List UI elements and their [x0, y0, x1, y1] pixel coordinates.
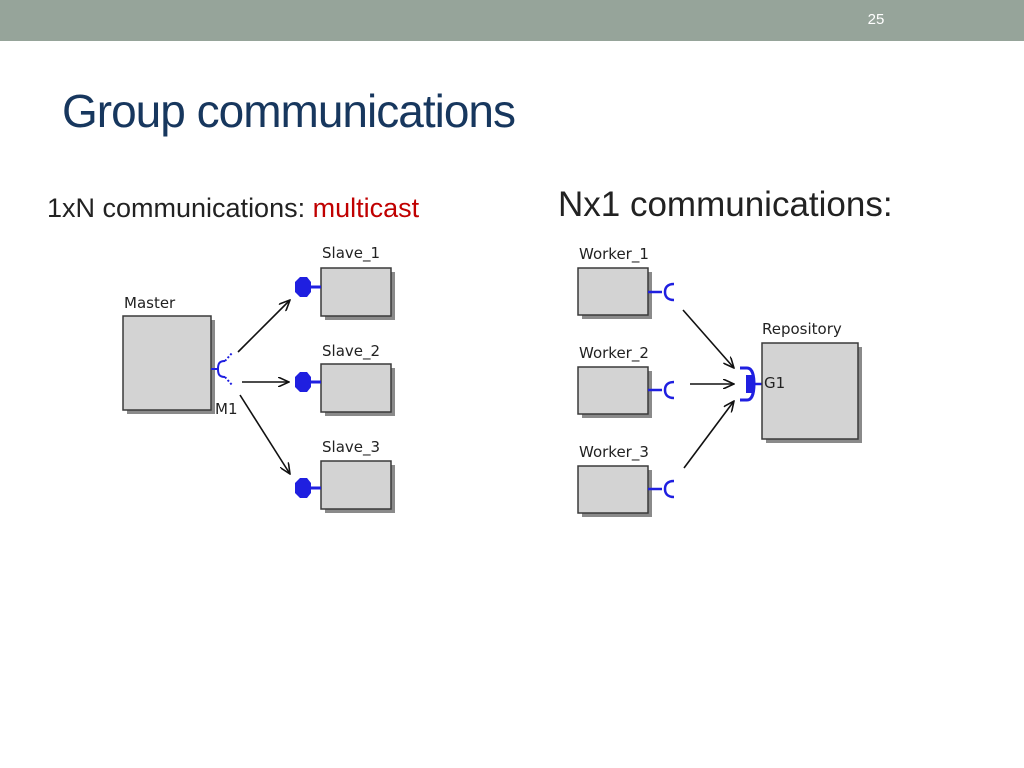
worker-1-port-icon: [648, 282, 675, 302]
gathercast-port-icon: [740, 366, 762, 402]
gather-caption: Nx1 communications:: [558, 185, 893, 224]
multicast-caption-accent: multicast: [312, 193, 420, 223]
slave-1-port-icon: [295, 277, 321, 297]
worker-3-port-icon: [648, 479, 675, 499]
slave-3-component: [320, 460, 392, 510]
slave-2-port-icon: [295, 372, 321, 392]
header-bar: 25: [0, 0, 1024, 41]
arrow-to-slave-1: [237, 300, 290, 353]
repository-port-label: G1: [764, 374, 785, 392]
repository-component: [761, 342, 859, 440]
slave-1-label: Slave_1: [322, 244, 380, 263]
worker-1-label: Worker_1: [579, 245, 649, 264]
worker-1-component: [577, 267, 649, 316]
worker-2-port-icon: [648, 380, 675, 400]
multicast-diagram: Master M1 Slave_1 Slave_2: [122, 244, 395, 513]
arrow-from-worker-1: [682, 309, 734, 368]
slave-3-port-icon: [295, 478, 321, 498]
worker-3-label: Worker_3: [579, 443, 649, 462]
multicast-caption: 1xN communications: multicast: [47, 193, 419, 224]
multicast-caption-text: 1xN communications:: [47, 193, 313, 223]
multicast-port-icon: [211, 352, 233, 386]
arrow-to-slave-3: [239, 394, 290, 474]
master-component: [122, 315, 212, 411]
slide-number: 25: [867, 11, 885, 28]
slave-2-component: [320, 363, 392, 413]
repository-label: Repository: [762, 320, 842, 338]
worker-3-component: [577, 465, 649, 514]
worker-2-component: [577, 366, 649, 415]
worker-2-label: Worker_2: [579, 344, 649, 363]
slide-title: Group communications: [62, 85, 516, 137]
slave-3-label: Slave_3: [322, 438, 380, 457]
arrow-from-worker-3: [683, 401, 734, 469]
slave-2-label: Slave_2: [322, 342, 380, 361]
slave-1-component: [320, 267, 392, 317]
master-label: Master: [124, 294, 176, 312]
master-port-label: M1: [215, 400, 238, 418]
gather-diagram: Worker_1 Worker_2 Worker_3: [577, 245, 862, 517]
